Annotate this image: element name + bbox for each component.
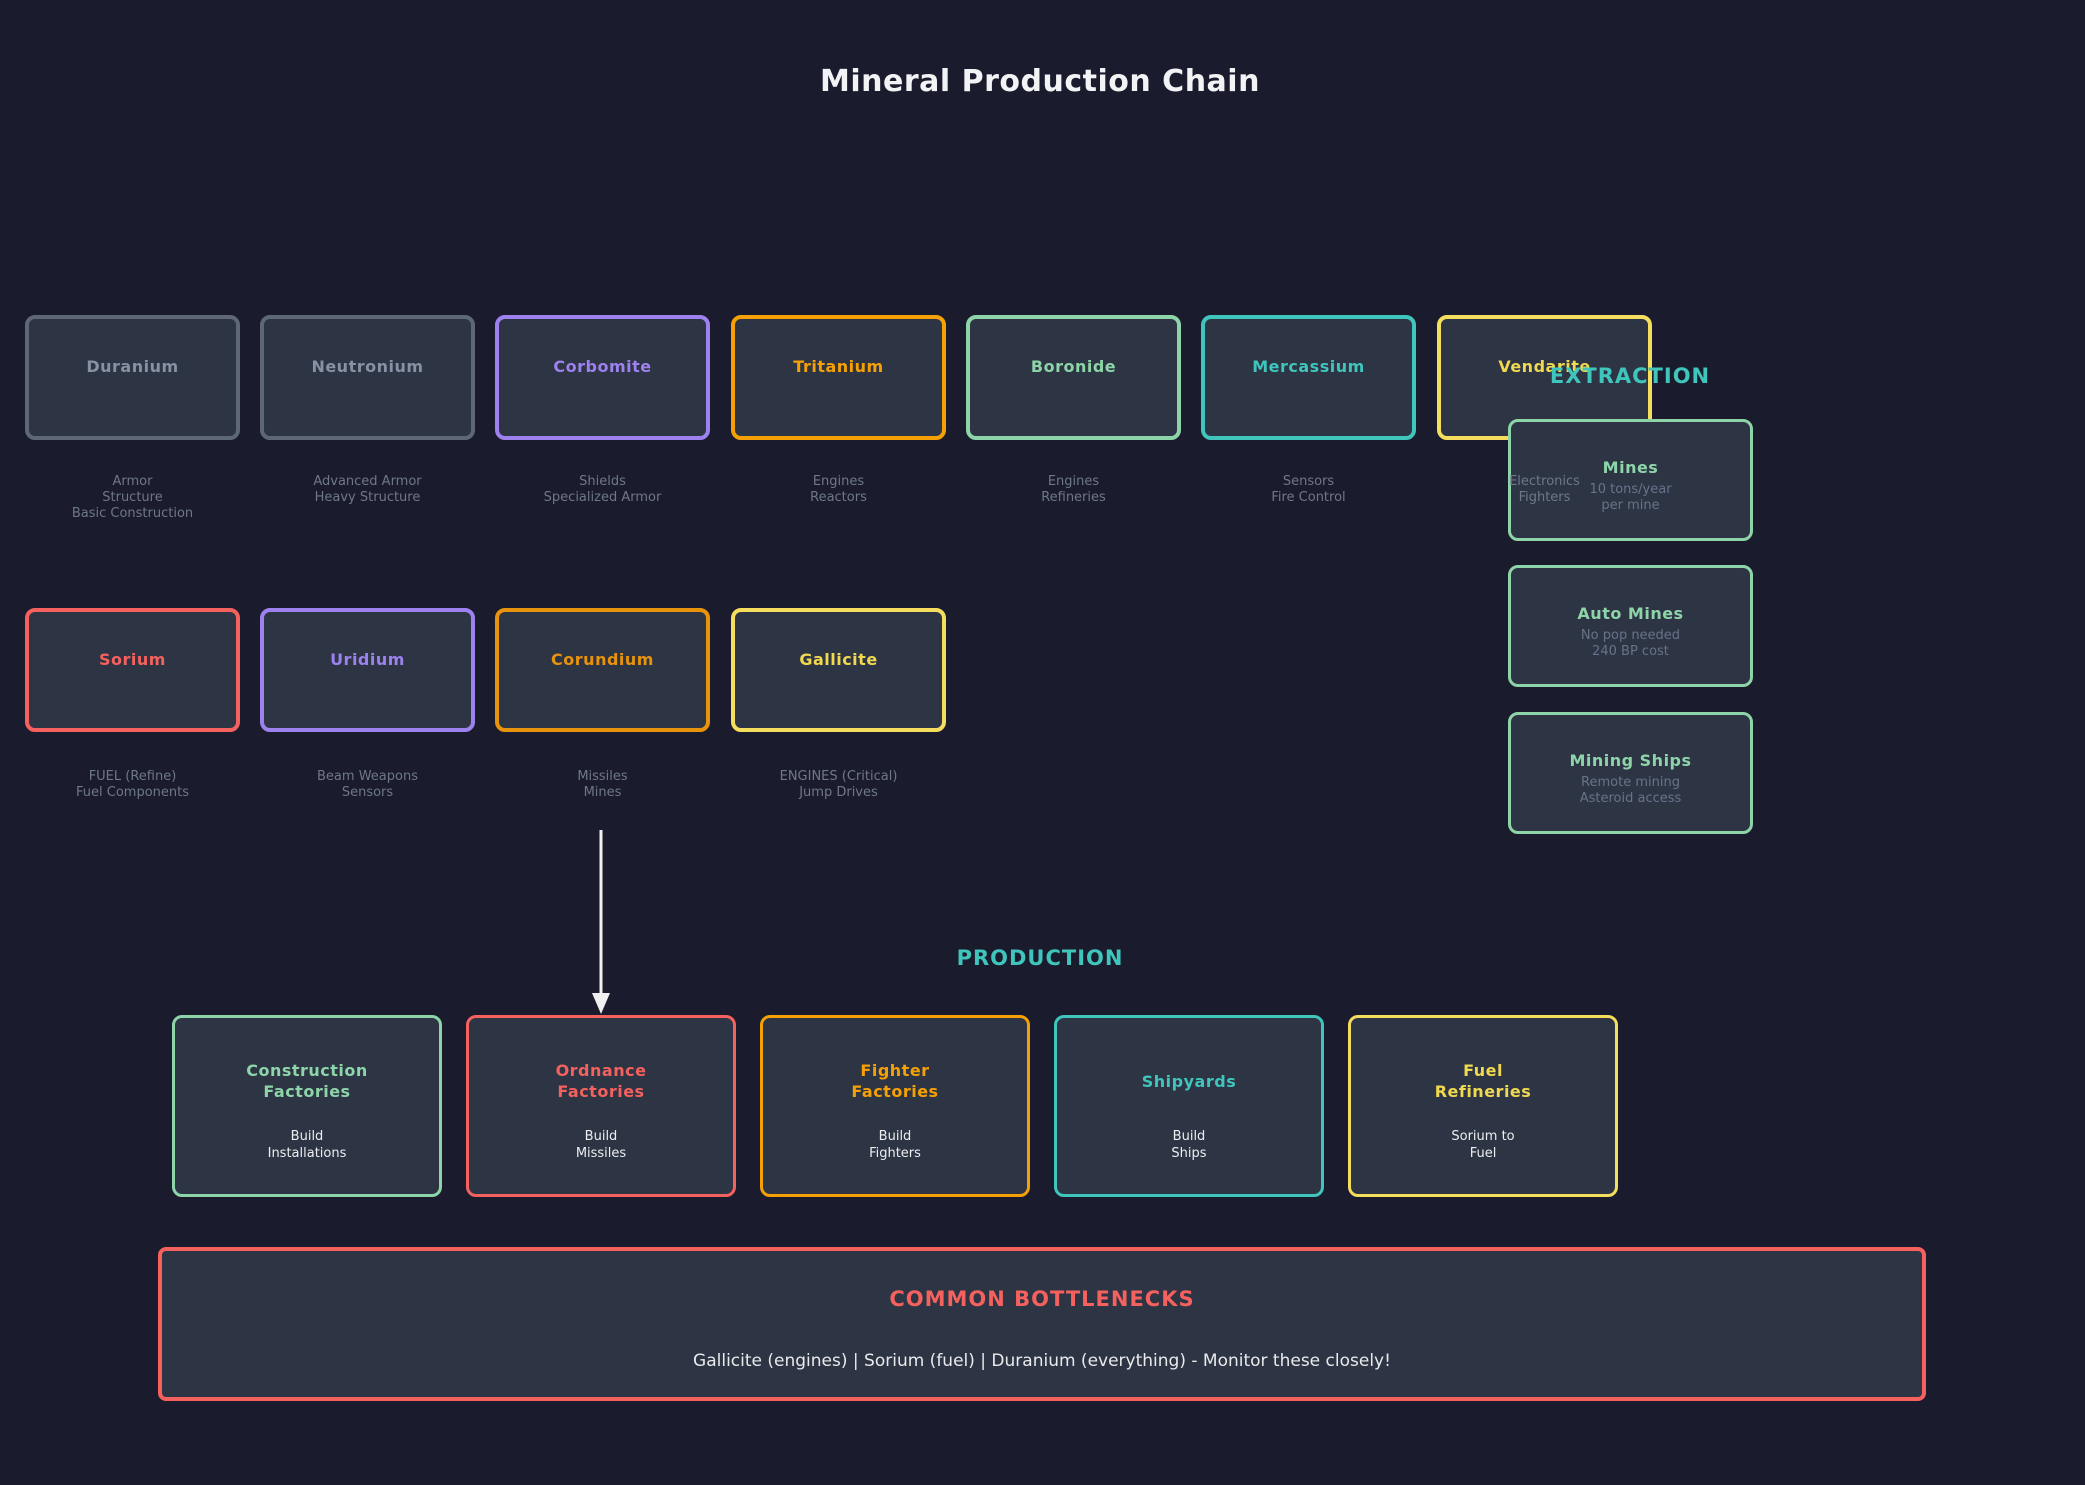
mineral-box-tritanium: Tritanium [731, 315, 946, 440]
mineral-title: Vendarite [1498, 357, 1591, 376]
mineral-uses-mercassium: Sensors Fire Control [1271, 474, 1346, 505]
extraction-box-detail: No pop needed 240 BP cost [1580, 628, 1681, 659]
mineral-box-gallicite: Gallicite [731, 608, 946, 732]
mineral-title: Gallicite [799, 650, 878, 669]
section-heading-production: PRODUCTION [956, 946, 1124, 970]
mineral-box-corundium: Corundium [495, 608, 710, 732]
mineral-box-uridium: Uridium [260, 608, 475, 732]
mineral-box-corbomite: Corbomite [495, 315, 710, 440]
extraction-box-mining-ships: Mining Ships Remote mining Asteroid acce… [1508, 712, 1753, 834]
production-box-ordnance-factories: Ordnance Factories Build Missiles [466, 1015, 736, 1197]
extraction-box-auto-mines: Auto Mines No pop needed 240 BP cost [1508, 565, 1753, 687]
corundium-to-ordnance-arrow [592, 830, 610, 1014]
mineral-uses-tritanium: Engines Reactors [810, 474, 867, 505]
common-bottlenecks-box: COMMON BOTTLENECKS Gallicite (engines) |… [158, 1247, 1926, 1401]
mineral-uses-gallicite: ENGINES (Critical) Jump Drives [779, 769, 898, 800]
production-box-title: Shipyards [1141, 1071, 1237, 1091]
production-box-body: Sorium to Fuel [1451, 1129, 1515, 1161]
extraction-box-detail: 10 tons/year per mine [1589, 482, 1672, 513]
production-box-body: Build Missiles [575, 1129, 627, 1161]
production-box-fighter-factories: Fighter Factories Build Fighters [760, 1015, 1030, 1197]
mineral-uses-vendarite: Electronics Fighters [1509, 474, 1580, 505]
mineral-box-neutronium: Neutronium [260, 315, 475, 440]
production-box-fuel-refineries: Fuel Refineries Sorium to Fuel [1348, 1015, 1618, 1197]
mineral-title: Neutronium [311, 357, 424, 376]
mineral-title: Uridium [330, 650, 405, 669]
mineral-title: Boronide [1030, 357, 1117, 376]
production-box-body: Build Fighters [869, 1129, 921, 1161]
production-box-title: Fighter Factories [851, 1061, 939, 1101]
production-box-title: Construction Factories [246, 1061, 368, 1101]
mineral-uses-uridium: Beam Weapons Sensors [317, 769, 418, 800]
mineral-title: Sorium [99, 650, 166, 669]
production-box-construction-factories: Construction Factories Build Installatio… [172, 1015, 442, 1197]
mineral-title: Duranium [86, 357, 179, 376]
production-box-title: Ordnance Factories [555, 1061, 647, 1101]
mineral-uses-sorium: FUEL (Refine) Fuel Components [76, 769, 189, 800]
mineral-uses-corundium: Missiles Mines [577, 769, 628, 800]
extraction-box-title: Auto Mines [1577, 604, 1684, 623]
mineral-title: Mercassium [1252, 357, 1365, 376]
mineral-uses-boronide: Engines Refineries [1041, 474, 1106, 505]
extraction-box-title: Mining Ships [1569, 751, 1692, 770]
mineral-uses-neutronium: Advanced Armor Heavy Structure [313, 474, 422, 505]
extraction-box-detail: Remote mining Asteroid access [1579, 775, 1682, 806]
common-bottlenecks-text: Gallicite (engines) | Sorium (fuel) | Du… [693, 1351, 1391, 1371]
mineral-title: Tritanium [793, 357, 884, 376]
section-heading-extraction: EXTRACTION [1549, 364, 1711, 388]
mineral-box-sorium: Sorium [25, 608, 240, 732]
production-box-body: Build Installations [267, 1129, 347, 1161]
production-box-shipyards: Shipyards Build Ships [1054, 1015, 1324, 1197]
extraction-box-title: Mines [1602, 458, 1659, 477]
mineral-box-mercassium: Mercassium [1201, 315, 1416, 440]
mineral-box-boronide: Boronide [966, 315, 1181, 440]
production-box-body: Build Ships [1171, 1129, 1207, 1161]
extraction-box-mines: Mines 10 tons/year per mine [1508, 419, 1753, 541]
mineral-box-duranium: Duranium [25, 315, 240, 440]
page-title: Mineral Production Chain [820, 64, 1260, 99]
mineral-title: Corbomite [553, 357, 652, 376]
common-bottlenecks-title: COMMON BOTTLENECKS [889, 1287, 1195, 1311]
mineral-uses-duranium: Armor Structure Basic Construction [71, 474, 194, 521]
mineral-title: Corundium [551, 650, 654, 669]
mineral-uses-corbomite: Shields Specialized Armor [543, 474, 662, 505]
production-box-title: Fuel Refineries [1434, 1061, 1532, 1101]
